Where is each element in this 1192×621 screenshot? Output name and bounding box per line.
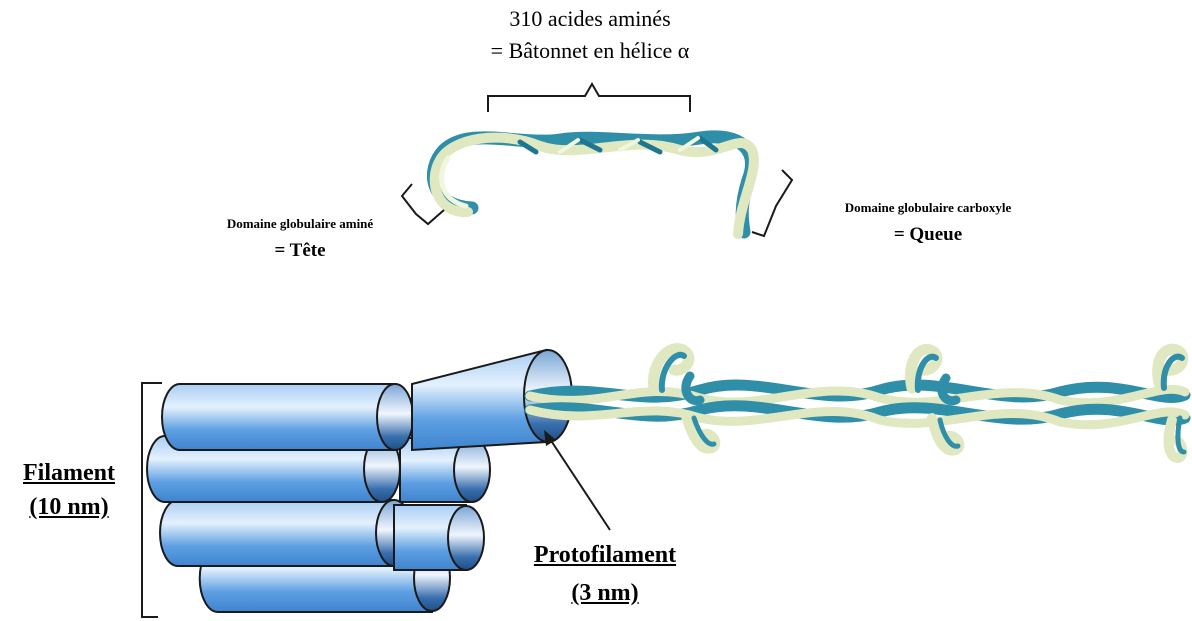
- rod-label-helix: = Bâtonnet en hélice α: [420, 38, 760, 64]
- tail-domain-label: Domaine globulaire carboxyle: [798, 200, 1058, 216]
- protofilament-size-label: (3 nm): [495, 580, 715, 607]
- head-domain-label: Domaine globulaire aminé: [185, 216, 415, 232]
- rod-label-length: 310 acides aminés: [420, 6, 760, 32]
- tail-name-label: = Queue: [798, 224, 1058, 246]
- cylinder: [394, 505, 484, 570]
- protofilament-strands: [530, 349, 1185, 458]
- monomer: [402, 84, 792, 236]
- protofilament-arrow: [544, 430, 610, 530]
- cylinder: [162, 384, 413, 450]
- filament-bundle: [142, 350, 572, 617]
- protofilament-label: Protofilament: [495, 542, 715, 569]
- rod-brace: [488, 84, 690, 112]
- tail-bracket: [752, 170, 792, 236]
- strand-hook: [1158, 349, 1183, 388]
- cylinder: [160, 500, 412, 566]
- monomer-helix: [433, 137, 753, 234]
- head-name-label: = Tête: [185, 240, 415, 262]
- filament-label: Filament: [4, 460, 134, 487]
- filament-size-label: (10 nm): [4, 494, 134, 521]
